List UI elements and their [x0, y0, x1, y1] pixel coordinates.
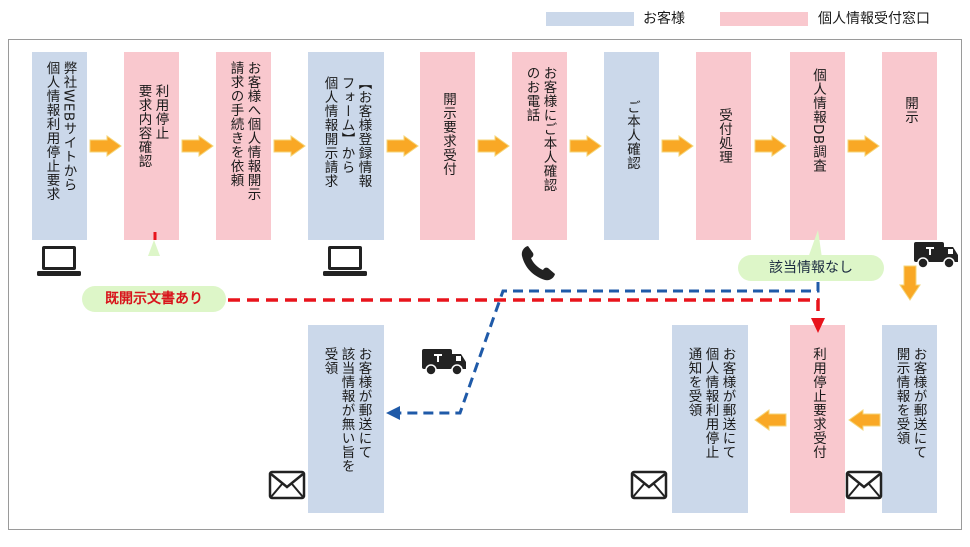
step-line: お客様にご本人確認 [540, 66, 557, 192]
step-line: 【お客様登録情報 [355, 76, 372, 188]
step-receive-no-info: お客様が郵送にて 該当情報が無い旨を 受領 [308, 325, 384, 513]
arrow-right-icon [754, 135, 787, 157]
step-receive-disclosure: お客様が郵送にて 開示情報を受領 [882, 325, 937, 513]
arrow-right-icon [569, 135, 602, 157]
step-accept-disclosure: 開示要求受付 [420, 52, 475, 240]
step-line: 開示要求受付 [440, 92, 456, 176]
step-line: 該当情報が無い旨を [338, 347, 355, 473]
step-line: お客様へ個人情報開示 [244, 61, 261, 201]
truck-icon [422, 349, 466, 376]
step-line: 弊社WEBサイトから [60, 61, 77, 192]
blue-arrowhead [386, 406, 400, 420]
arrow-down-icon [899, 265, 921, 301]
step-line: 受付処理 [716, 108, 732, 164]
arrow-left-icon [754, 409, 787, 431]
step-line: 個人情報利用停止要求 [43, 61, 60, 201]
step-line: 要求内容確認 [135, 84, 152, 168]
step-line: 個人情報開示請求 [321, 76, 338, 188]
arrow-right-icon [181, 135, 214, 157]
step-line: フォーム】から [338, 76, 355, 174]
arrow-left-icon [848, 409, 881, 431]
callout-pointer [808, 230, 822, 258]
envelope-icon [268, 470, 306, 500]
step-line: 個人情報DB調査 [810, 68, 826, 173]
step-line: お客様が郵送にて [719, 347, 736, 459]
step-line: 受領 [321, 347, 338, 375]
step-line: 個人情報利用停止 [702, 347, 719, 459]
step-processing: 受付処理 [696, 52, 751, 240]
callout-existing-disclosure: 既開示文書あり [82, 286, 226, 312]
step-accept-stop: 利用停止要求受付 [790, 325, 845, 513]
red-dashed-line [228, 298, 820, 320]
arrow-right-icon [89, 135, 122, 157]
red-arrowhead [811, 318, 825, 333]
step-line: ご本人確認 [624, 100, 640, 170]
step-verify-call: お客様にご本人確認 のお電話 [512, 52, 567, 240]
truck-icon [914, 242, 958, 269]
step-ask-procedure: お客様へ個人情報開示 請求の手続きを依頼 [216, 52, 271, 240]
callout-pointer [148, 240, 160, 256]
step-line: のお電話 [523, 66, 540, 122]
step-line: お客様が郵送にて [355, 347, 372, 459]
step-line: 開示 [902, 96, 918, 124]
flow-frame [8, 39, 962, 530]
step-line: 請求の手続きを依頼 [227, 61, 244, 187]
arrow-right-icon [386, 135, 419, 157]
legend-label-customer: お客様 [643, 11, 685, 27]
callout-no-matching-info: 該当情報なし [738, 255, 884, 281]
step-line: 利用停止 [152, 84, 169, 140]
envelope-icon [630, 470, 668, 500]
laptop-icon [37, 246, 81, 276]
step-line: 開示情報を受領 [893, 347, 910, 445]
blue-dashed-line [398, 282, 820, 415]
step-receive-stop-notice: お客様が郵送にて 個人情報利用停止 通知を受領 [672, 325, 748, 513]
step-confirm-request: 利用停止 要求内容確認 [124, 52, 179, 240]
step-identity-check: ご本人確認 [604, 52, 659, 240]
step-disclose: 開示 [882, 52, 937, 240]
arrow-right-icon [273, 135, 306, 157]
legend-swatch-desk [720, 12, 808, 26]
arrow-right-icon [477, 135, 510, 157]
arrow-right-icon [661, 135, 694, 157]
step-web-request: 弊社WEBサイトから 個人情報利用停止要求 [32, 52, 87, 240]
phone-icon [521, 246, 555, 281]
step-db-search: 個人情報DB調査 [790, 52, 845, 240]
arrow-right-icon [847, 135, 880, 157]
step-form-request: 【お客様登録情報 フォーム】から 個人情報開示請求 [308, 52, 384, 240]
laptop-icon [323, 246, 367, 276]
legend-label-desk: 個人情報受付窓口 [818, 11, 930, 27]
step-line: 通知を受領 [685, 347, 702, 417]
step-line: 利用停止要求受付 [810, 347, 826, 459]
legend-swatch-customer [546, 12, 634, 26]
envelope-icon [845, 470, 883, 500]
step-line: お客様が郵送にて [910, 347, 927, 459]
